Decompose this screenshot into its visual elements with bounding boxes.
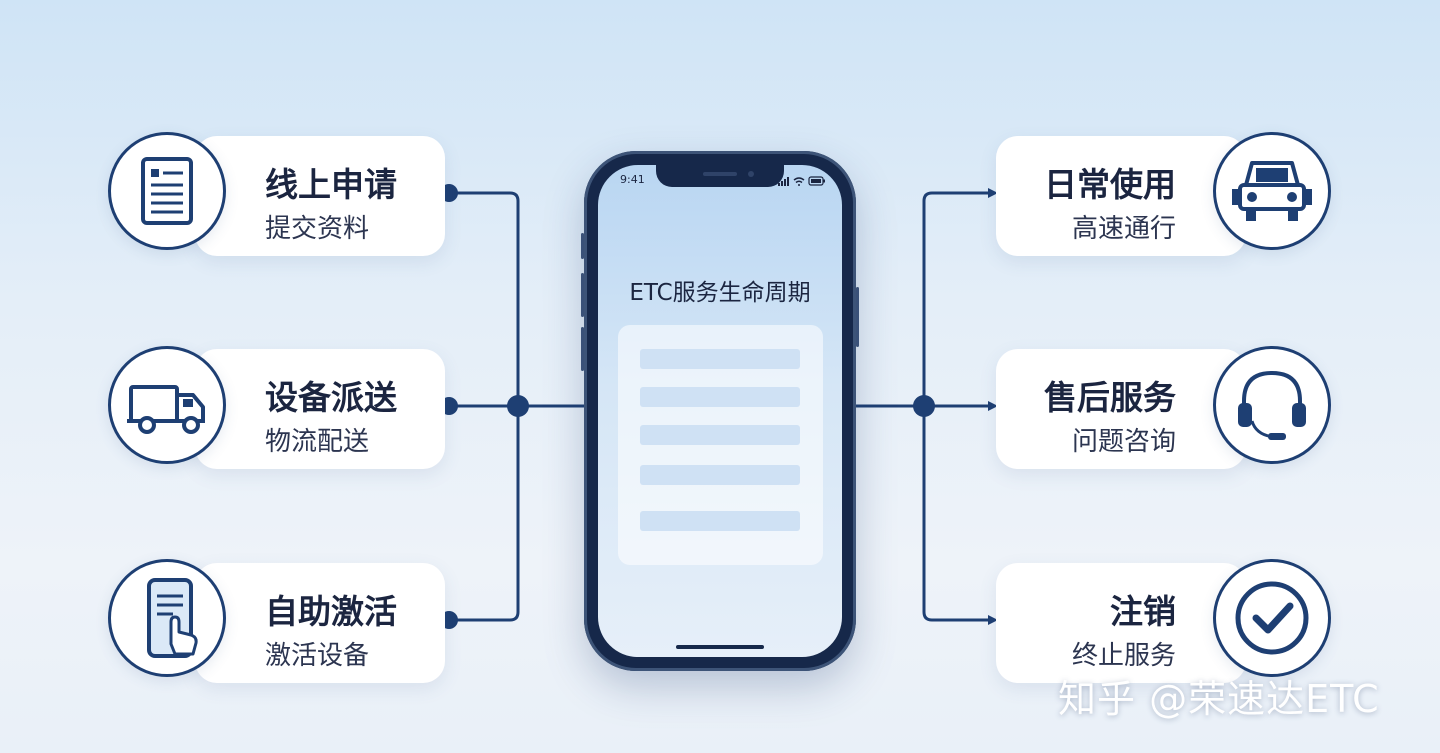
step-card-online-apply: 线上申请 提交资料 — [195, 136, 445, 256]
placeholder-bar — [640, 425, 800, 445]
step-subtitle: 高速通行 — [1071, 214, 1176, 244]
right-connector-top — [922, 188, 998, 406]
step-subtitle: 物流配送 — [265, 427, 370, 457]
phone-tap-icon — [108, 559, 226, 677]
speaker-icon — [703, 172, 737, 176]
phone-volume-down — [581, 327, 584, 371]
phone-mockup: 9:41 ETC服务生命周期 — [581, 151, 859, 671]
step-title: 线上申请 — [265, 165, 397, 204]
content-panel — [618, 325, 823, 565]
phone-side-button — [581, 233, 584, 259]
signal-icon — [778, 177, 789, 186]
placeholder-bar — [640, 349, 800, 369]
vehicle-icon — [1213, 132, 1331, 250]
status-icons — [778, 176, 825, 186]
step-title: 自助激活 — [265, 592, 397, 631]
right-junction-dot — [913, 395, 935, 417]
headset-icon — [1213, 346, 1331, 464]
left-connector-bottom — [449, 406, 520, 622]
status-time: 9:41 — [620, 173, 645, 186]
delivery-truck-icon — [108, 346, 226, 464]
step-subtitle: 提交资料 — [265, 214, 370, 244]
phone-notch — [656, 165, 784, 187]
step-title: 注销 — [1110, 592, 1176, 631]
phone-volume-up — [581, 273, 584, 317]
watermark: 知乎 @荣速达ETC — [1058, 677, 1380, 721]
step-card-cancellation: 注销 终止服务 — [996, 563, 1246, 683]
step-title: 日常使用 — [1044, 165, 1176, 204]
step-title: 售后服务 — [1044, 378, 1176, 417]
left-junction-dot — [507, 395, 529, 417]
phone-screen-title: ETC服务生命周期 — [629, 280, 811, 306]
placeholder-bar — [640, 465, 800, 485]
step-title: 设备派送 — [265, 378, 397, 417]
left-connector-top — [449, 191, 520, 406]
camera-icon — [748, 171, 754, 177]
step-card-after-sales: 售后服务 问题咨询 — [996, 349, 1246, 469]
wifi-icon — [793, 177, 805, 186]
right-connector-bottom — [922, 406, 998, 625]
step-subtitle: 激活设备 — [265, 641, 370, 671]
step-subtitle: 终止服务 — [1071, 641, 1176, 671]
step-card-self-activation: 自助激活 激活设备 — [195, 563, 445, 683]
document-icon — [108, 132, 226, 250]
battery-icon — [808, 176, 825, 186]
step-card-daily-use: 日常使用 高速通行 — [996, 136, 1246, 256]
phone-power-button — [856, 287, 859, 347]
checkmark-icon — [1213, 559, 1331, 677]
step-card-device-delivery: 设备派送 物流配送 — [195, 349, 445, 469]
phone-screen: 9:41 ETC服务生命周期 — [598, 165, 842, 657]
placeholder-bar — [640, 387, 800, 407]
step-subtitle: 问题咨询 — [1071, 427, 1176, 457]
home-indicator — [676, 645, 764, 649]
placeholder-bar — [640, 511, 800, 531]
